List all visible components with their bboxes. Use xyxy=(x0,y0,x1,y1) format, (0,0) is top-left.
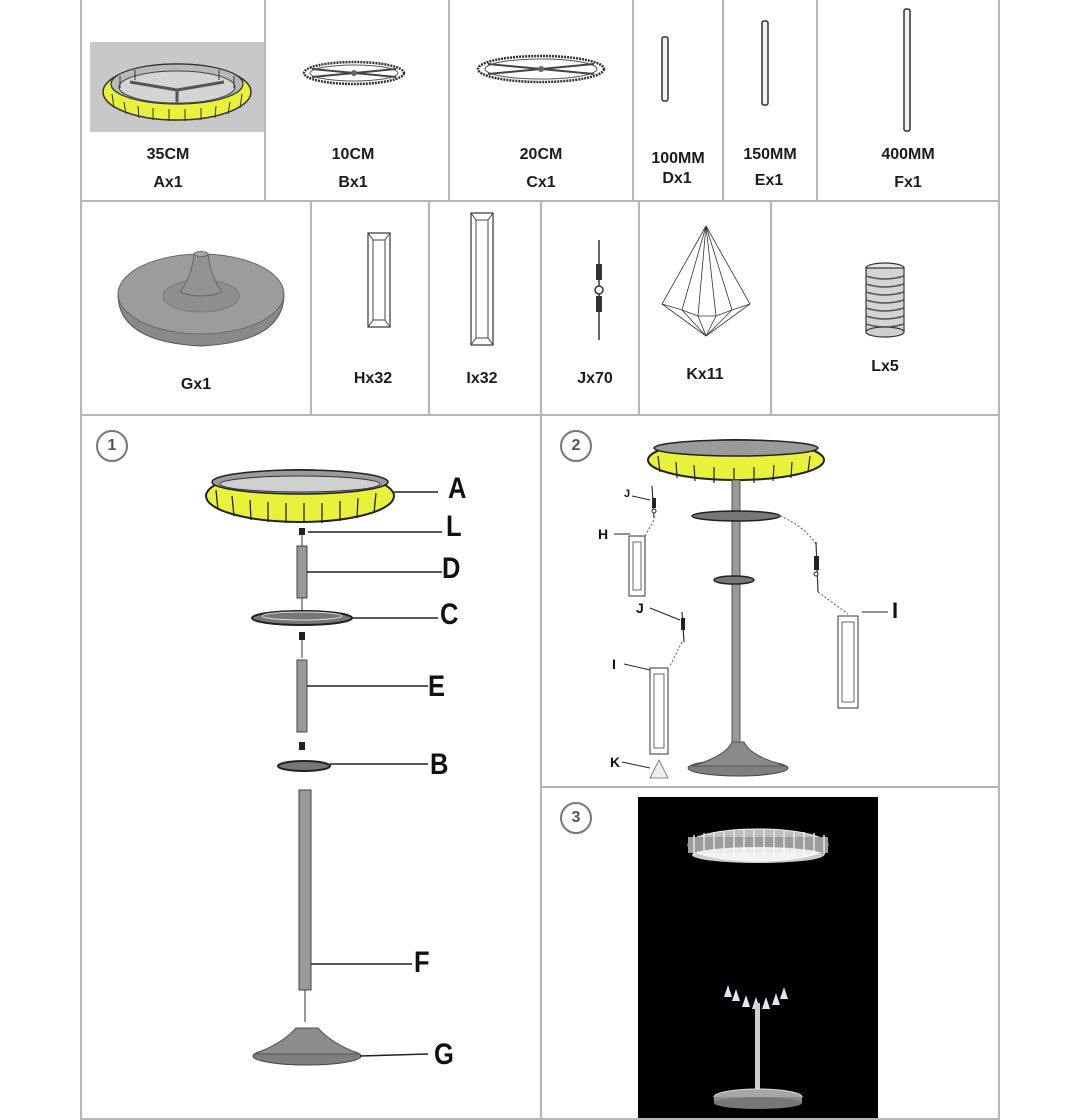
callout-label-j: J xyxy=(624,488,631,500)
callout-label-e: E xyxy=(428,670,446,703)
long-rod-icon xyxy=(902,8,912,137)
part-qty-label: Jx70 xyxy=(577,370,613,387)
round-base-icon xyxy=(114,246,288,355)
callout-label-i: I xyxy=(892,598,899,623)
part-cell-f: 400MM Fx1 xyxy=(816,0,1000,202)
part-size-label: 100MM xyxy=(651,150,705,167)
part-cell-c: 20CM Cx1 xyxy=(448,0,634,202)
part-cell-k: Kx11 xyxy=(638,200,772,416)
ring-crystal-tray-icon xyxy=(90,42,264,132)
medium-rod-icon xyxy=(760,20,770,111)
step-number-badge: 3 xyxy=(560,802,592,834)
part-qty-label: Ax1 xyxy=(153,174,183,191)
step2-assembly-diagram xyxy=(614,439,888,779)
part-qty-label: Fx1 xyxy=(894,174,922,191)
part-qty-label: Cx1 xyxy=(526,174,556,191)
part-size-label: 20CM xyxy=(519,146,563,163)
part-qty-label: Lx5 xyxy=(871,358,899,375)
part-qty-label: Gx1 xyxy=(180,376,212,393)
callout-label-l: L xyxy=(446,510,462,543)
part-qty-label: Dx1 xyxy=(662,170,692,187)
callout-label-f: F xyxy=(414,946,430,979)
part-cell-l: Lx5 xyxy=(770,200,1000,416)
part-cell-i: Ix32 xyxy=(428,200,542,416)
crystal-drop-icon xyxy=(660,224,752,343)
part-qty-label: Ix32 xyxy=(466,370,498,387)
part-cell-d: 100MM Dx1 xyxy=(632,0,724,202)
ring-crystal-tray-icon xyxy=(205,469,395,523)
part-qty-label: Kx11 xyxy=(686,366,724,383)
part-qty-label: Ex1 xyxy=(754,172,784,189)
small-disc-frame-icon xyxy=(300,58,408,93)
part-cell-g: Gx1 xyxy=(80,200,312,416)
part-size-label: 400MM xyxy=(881,146,935,163)
part-cell-b: 10CM Bx1 xyxy=(264,0,450,202)
part-cell-e: 150MM Ex1 xyxy=(722,0,818,202)
callout-label-d: D xyxy=(442,552,461,585)
large-disc-frame-icon xyxy=(474,52,608,91)
step-number-badge: 1 xyxy=(96,430,128,462)
callout-label-k: K xyxy=(610,754,621,770)
callout-label-c: C xyxy=(440,598,459,631)
finished-chandelier-photo xyxy=(638,797,878,1118)
part-qty-label: Bx1 xyxy=(338,174,368,191)
part-qty-label: Hx32 xyxy=(353,370,393,387)
callout-label-j: J xyxy=(636,600,644,616)
step2-panel: 2 xyxy=(540,414,1000,788)
part-cell-j: Jx70 xyxy=(540,200,640,416)
callout-label-a: A xyxy=(448,472,467,505)
coupling-nut-icon xyxy=(864,262,906,343)
short-rod-icon xyxy=(660,36,670,107)
callout-label-g: G xyxy=(434,1038,454,1071)
long-prism-icon xyxy=(470,212,494,351)
callout-label-h: H xyxy=(598,526,609,542)
bead-connector-icon xyxy=(592,240,606,345)
part-cell-h: Hx32 xyxy=(310,200,430,416)
part-size-label: 10CM xyxy=(331,146,375,163)
part-size-label: 35CM xyxy=(146,146,190,163)
step3-panel: 3 xyxy=(540,786,1000,1120)
step1-panel: 1 xyxy=(80,414,542,1120)
part-cell-a: 35CM Ax1 xyxy=(80,0,266,202)
part-size-label: 150MM xyxy=(743,146,797,163)
step1-exploded-diagram xyxy=(205,469,442,1066)
callout-label-b: B xyxy=(430,748,449,781)
step-number-badge: 2 xyxy=(560,430,592,462)
short-prism-icon xyxy=(367,232,391,333)
callout-label-i: I xyxy=(612,656,616,672)
